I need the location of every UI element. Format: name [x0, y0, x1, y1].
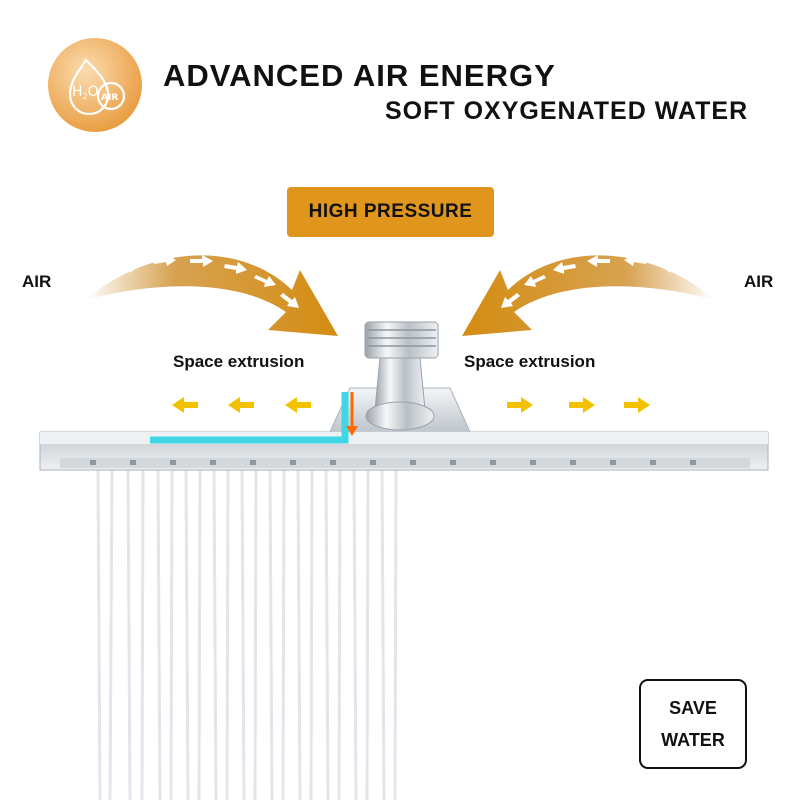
shower-head — [39, 321, 769, 471]
header-title: ADVANCED AIR ENERGY — [163, 58, 556, 93]
high-pressure-label: HIGH PRESSURE — [287, 187, 494, 237]
badge-air-text: AIR — [101, 93, 118, 103]
badge-h2o-text: H2O — [72, 84, 99, 101]
save-water-line1: SAVE — [669, 698, 717, 718]
air-label-right: AIR — [744, 272, 774, 291]
left-air-arrow — [85, 254, 338, 336]
water-streams — [96, 469, 398, 800]
right-air-arrow — [462, 254, 715, 336]
save-water-line2: WATER — [661, 730, 725, 750]
save-water-box: SAVE WATER — [639, 679, 747, 769]
header-subtitle: SOFT OXYGENATED WATER — [385, 97, 749, 125]
air-label-left: AIR — [22, 272, 52, 291]
extrusion-arrows — [172, 397, 650, 413]
space-extrusion-label-left: Space extrusion — [173, 352, 305, 371]
space-extrusion-label-right: Space extrusion — [464, 352, 596, 371]
h2o-air-badge-icon: H2O AIR — [48, 38, 142, 132]
